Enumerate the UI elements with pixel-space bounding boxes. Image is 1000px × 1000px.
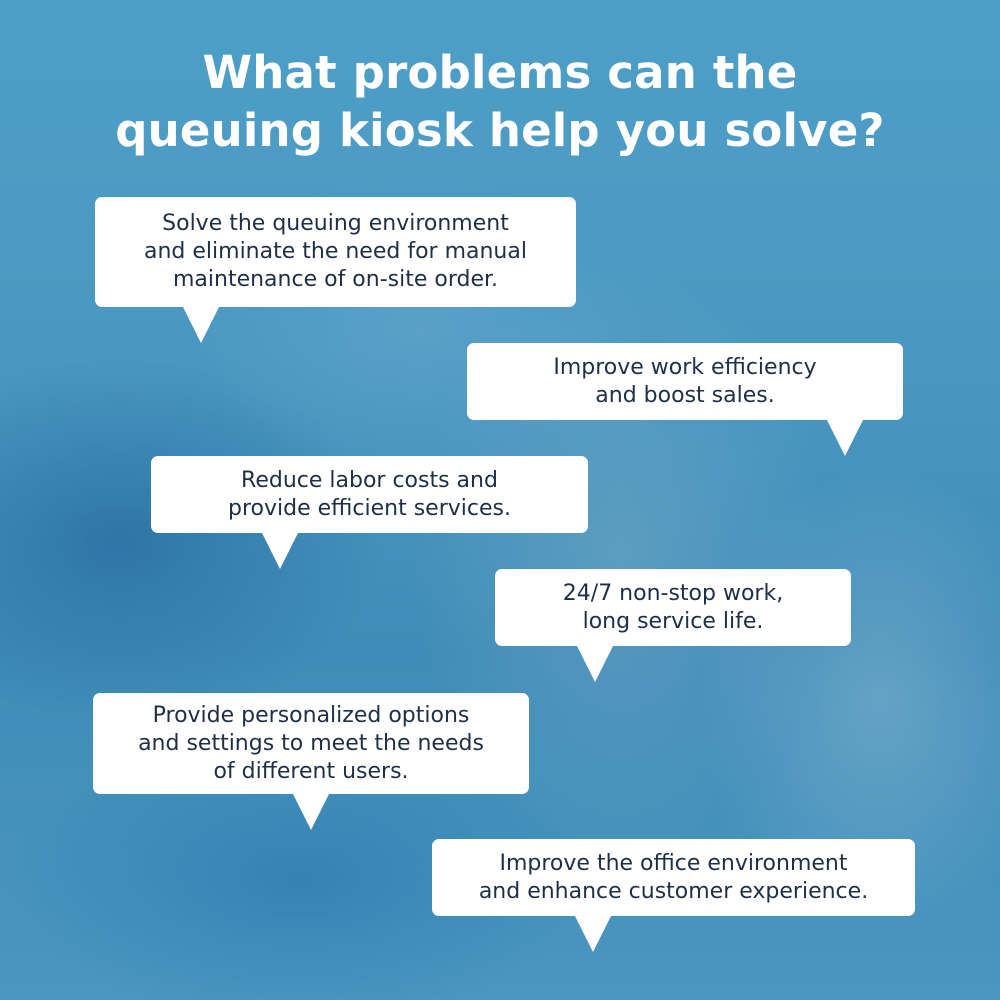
speech-bubble-work-efficiency: Improve work efficiency and boost sales. [467, 343, 903, 456]
bubble-text-line: and boost sales. [595, 382, 775, 408]
bubble-text-line: of different users. [213, 758, 409, 784]
bubble-text-line: Reduce labor costs and [241, 467, 498, 493]
bubble-text-line: provide efficient services. [228, 495, 511, 521]
speech-bubble-personalized-options: Provide personalized options and setting… [93, 693, 529, 830]
bubble-text-line: maintenance of on-site order. [172, 267, 499, 292]
bubble-text-line: and eliminate the need for manual [144, 239, 527, 264]
bubble-text-line: Improve the office environment [499, 850, 848, 876]
bubble-text-line: Solve the queuing environment [162, 211, 509, 236]
bubble-text-line: and enhance customer experience. [478, 878, 869, 904]
bubble-text-line: Improve work efficiency [553, 354, 817, 380]
speech-bubble-non-stop-work: 24/7 non-stop work, long service life. [495, 569, 851, 682]
title-line-1: What problems can the [202, 46, 798, 99]
speech-bubble-labor-costs: Reduce labor costs and provide efficient… [151, 456, 588, 569]
title-line-2: queuing kiosk help you solve? [115, 104, 885, 157]
speech-bubble-queuing-environment: Solve the queuing environment and elimin… [95, 197, 576, 343]
speech-bubble-office-environment: Improve the office environment and enhan… [432, 839, 915, 952]
bubble-text-line: 24/7 non-stop work, [562, 580, 784, 606]
bubble-text-line: and settings to meet the needs [138, 730, 484, 756]
bubble-text-line: Provide personalized options [152, 702, 470, 728]
bubble-text-line: long service life. [582, 608, 764, 634]
page-title: What problems can the queuing kiosk help… [0, 44, 1000, 160]
